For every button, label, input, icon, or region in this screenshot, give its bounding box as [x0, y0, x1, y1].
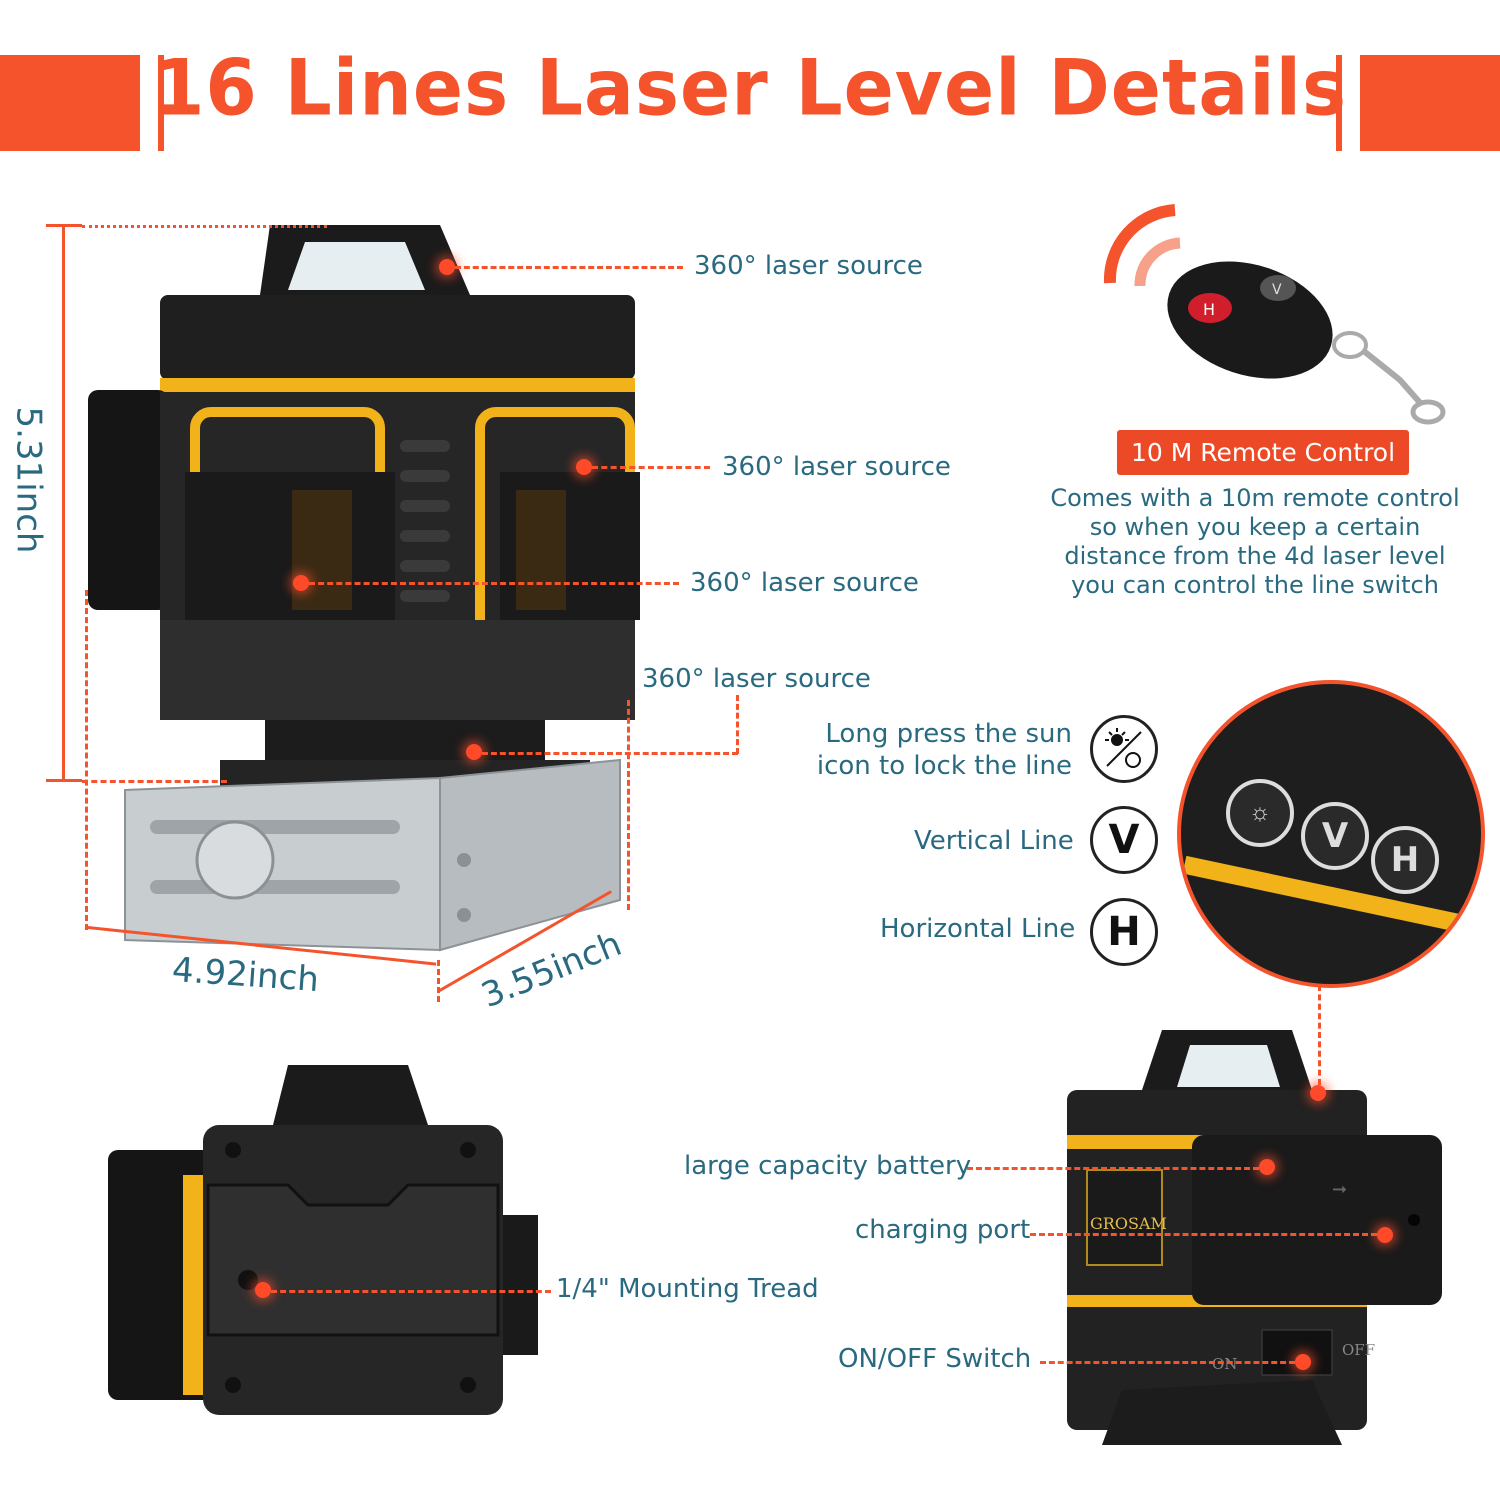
leader-side-upper: [592, 466, 710, 469]
off-text: OFF: [1342, 1341, 1376, 1359]
switch-leader: [1040, 1361, 1295, 1364]
header-divider-left: [158, 55, 164, 151]
zoom-h-button: H: [1371, 826, 1439, 894]
remote-control-badge: 10 M Remote Control: [1117, 430, 1410, 475]
remote-description: Comes with a 10m remote control so when …: [1030, 484, 1480, 600]
remote-desc-line-1: Comes with a 10m remote control: [1050, 484, 1460, 512]
dimension-height-cap-top: [46, 224, 82, 227]
svg-text:➞: ➞: [1332, 1179, 1347, 1200]
battery-dot: [1259, 1159, 1275, 1175]
page-title: 16 Lines Laser Level Details: [152, 42, 1348, 134]
laser-dot-bottom: [466, 744, 482, 760]
label-bottom-laser-source: 360° laser source: [642, 664, 871, 694]
header-bar-left: [0, 55, 140, 151]
battery-leader: [967, 1167, 1259, 1170]
sun-label-line-2: icon to lock the line: [816, 751, 1072, 781]
dimension-height-guide-bottom: [82, 780, 227, 783]
horizontal-line-label: Horizontal Line: [880, 914, 1076, 944]
button-panel-dot: [1310, 1085, 1326, 1101]
leader-bottom-h: [482, 752, 738, 755]
remote-desc-line-3: distance from the 4d laser level: [1064, 542, 1446, 570]
zoom-v-button: V: [1301, 802, 1369, 870]
zoom-sun-button: ☼: [1226, 779, 1294, 847]
horizontal-line-icon: H: [1090, 898, 1158, 966]
mount-thread-label: 1/4" Mounting Tread: [556, 1274, 819, 1304]
mount-leader: [271, 1290, 551, 1293]
laser-dot-side-lower: [293, 575, 309, 591]
dimension-height-guide-top: [82, 225, 327, 228]
svg-text:H: H: [1203, 300, 1215, 319]
dimension-depth-guide-left: [437, 960, 440, 1002]
switch-label: ON/OFF Switch: [838, 1344, 1032, 1374]
svg-text:V: V: [1272, 282, 1282, 298]
leader-bottom-v: [736, 695, 739, 754]
switch-dot: [1295, 1354, 1311, 1370]
brand-logo: GROSAM: [1090, 1214, 1167, 1233]
dimension-width-guide-left: [85, 590, 88, 930]
laser-dot-top: [439, 259, 455, 275]
sun-label-line-1: Long press the sun: [825, 719, 1072, 749]
wireless-signal-icon: [1103, 204, 1181, 287]
zoom-leader: [1318, 985, 1321, 1085]
vertical-line-label: Vertical Line: [914, 826, 1074, 856]
label-top-laser-source: 360° laser source: [694, 251, 923, 281]
on-text: ON: [1212, 1355, 1238, 1373]
dimension-height-label: 5.31inch: [8, 406, 49, 554]
label-side-lower-laser-source: 360° laser source: [690, 568, 919, 598]
battery-label: large capacity battery: [684, 1151, 972, 1181]
bottom-view-image: [108, 1065, 538, 1415]
button-panel-zoom: ☼ V H: [1177, 680, 1485, 988]
remote-control-image: H V: [1167, 261, 1446, 425]
charging-leader: [1030, 1233, 1377, 1236]
main-laser-level-image: [88, 225, 640, 952]
header-divider-right: [1336, 55, 1342, 151]
laser-dot-side-upper: [576, 459, 592, 475]
vertical-line-icon: V: [1090, 806, 1158, 874]
sun-button-label: Long press the sun icon to lock the line: [760, 718, 1072, 782]
dimension-depth-guide-right: [627, 700, 630, 910]
remote-desc-line-2: so when you keep a certain: [1089, 513, 1421, 541]
charging-port-dot: [1377, 1227, 1393, 1243]
charging-port-label: charging port: [855, 1215, 1031, 1245]
dimension-height-cap-bottom: [46, 779, 82, 782]
leader-top: [455, 266, 683, 269]
side-view-image: ➞: [1067, 1030, 1442, 1445]
mount-thread-dot: [255, 1282, 271, 1298]
header-bar-right: [1360, 55, 1500, 151]
sun-lock-icon: [1090, 715, 1158, 783]
label-side-upper-laser-source: 360° laser source: [722, 452, 951, 482]
remote-desc-line-4: you can control the line switch: [1071, 571, 1439, 599]
dimension-height-line: [62, 225, 65, 781]
leader-side-lower: [309, 582, 679, 585]
